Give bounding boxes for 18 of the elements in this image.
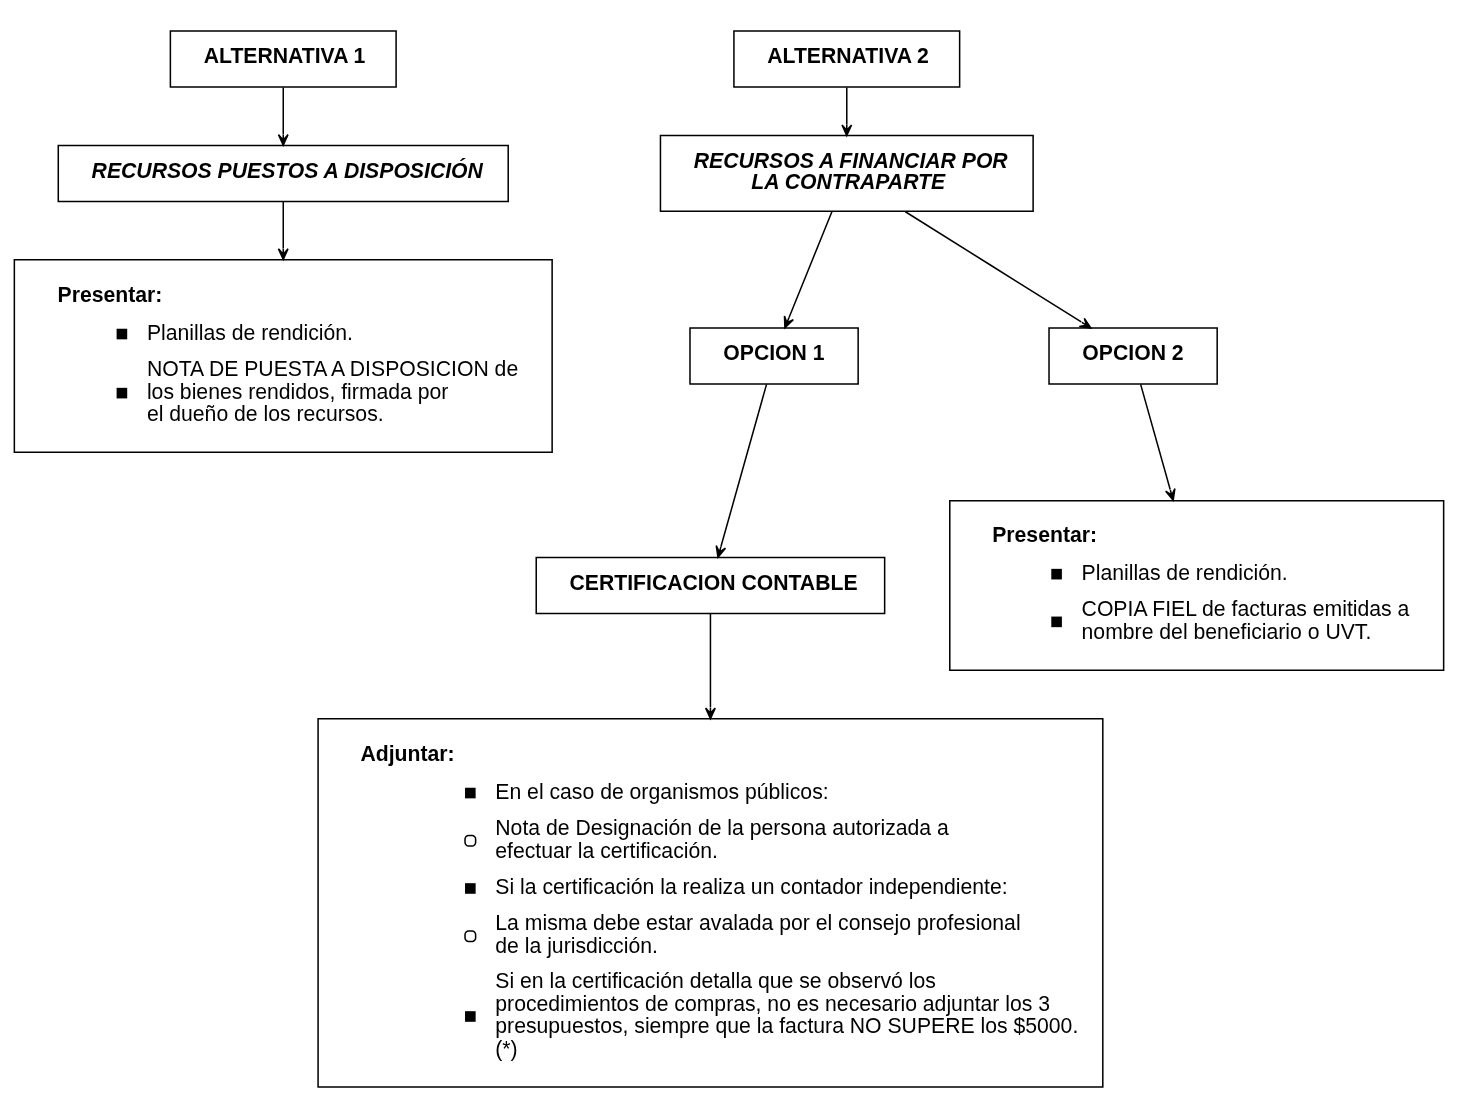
arrow [704, 612, 716, 719]
node-box: OPCION 1 [689, 326, 859, 385]
node-box: OPCION 2 [1048, 326, 1218, 385]
arrow [904, 210, 1092, 329]
node-box: Presentar: Planillas de rendición. NOTA DE PUESTA A DISPOSICION de los bienes rendidos, firmada por el dueño de los recursos. [13, 258, 553, 453]
arrow [1139, 383, 1176, 501]
node-box: RECURSOS A FINANCIAR POR LA CONTRAPARTE [659, 134, 1034, 212]
arrow [277, 86, 289, 146]
arrow [715, 383, 768, 558]
arrow [277, 200, 289, 260]
node-box: CERTIFICACION CONTABLE [535, 556, 886, 614]
arrow [841, 86, 853, 136]
node-box: Presentar: Planillas de rendición. COPIA FIEL de facturas emitidas a nombre del beneficiario o UVT. [949, 499, 1445, 671]
node-box: RECURSOS PUESTOS A DISPOSICIÓN [57, 144, 509, 202]
node-box: Adjuntar: En el caso de organismos públicos: Nota de Designación de la persona autorizada a efectuar la certificación. Si la certificación la realiza un contador independiente: La misma debe estar avalada por el consejo profesional de la jurisdicción. Si en la certificación detalla que se observó los procedimientos de compras, no es necesario adjuntar los 3 presupuestos, siempre que la factura NO SUPERE los $5000. (*) [317, 717, 1104, 1088]
node-box: ALTERNATIVA 1 [169, 29, 397, 88]
arrow [783, 210, 833, 328]
node-box: ALTERNATIVA 2 [733, 29, 961, 88]
